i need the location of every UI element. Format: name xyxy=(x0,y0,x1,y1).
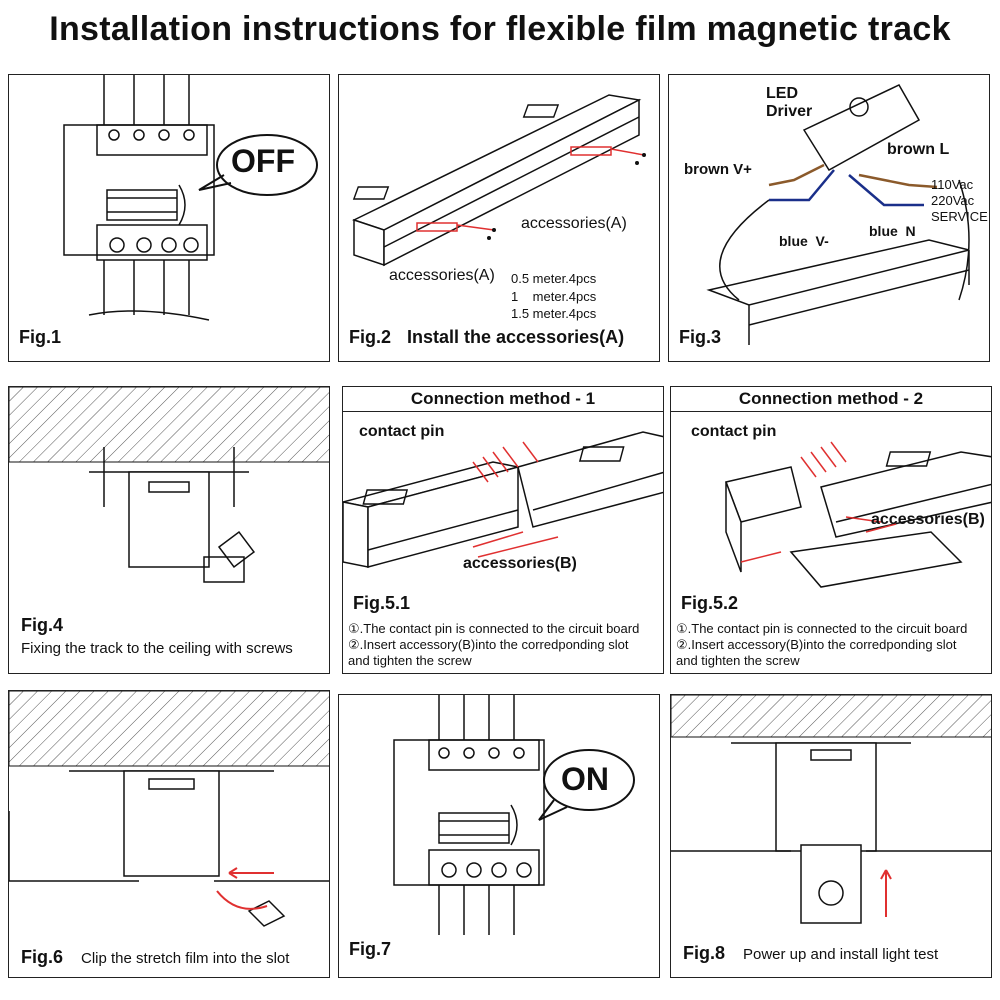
fig4-label: Fig.4 xyxy=(21,615,64,635)
fig52-label: Fig.5.2 xyxy=(681,593,739,613)
brown-vplus-label: brown V+ xyxy=(684,161,752,178)
track-accessories-illustration xyxy=(352,94,646,267)
breaker-on-illustration xyxy=(393,695,635,935)
fig3-label: Fig.3 xyxy=(679,327,722,347)
accessories-a-left-label: accessories(A) xyxy=(389,267,495,284)
connection-method-2-illustration xyxy=(724,441,991,588)
fig2-label: Fig.2 xyxy=(349,327,392,347)
fig51-contact-pin-label: contact pin xyxy=(359,423,445,440)
blue-vminus-label: blue V- xyxy=(779,233,829,249)
fig6-caption: Clip the stretch film into the slot xyxy=(81,950,290,967)
connection-method-1-illustration xyxy=(343,431,663,568)
service-label: SERVICE xyxy=(931,209,988,224)
fig6-label: Fig.6 xyxy=(21,947,64,967)
ceiling-screw-illustration xyxy=(9,387,329,583)
led-driver-line2: Driver xyxy=(766,103,813,120)
fig52-accessories-b-label: accessories(B) xyxy=(871,511,985,528)
fig51-note-1: ①.The contact pin is connected to the ci… xyxy=(348,621,640,636)
stretch-film-clip-illustration xyxy=(9,691,329,927)
fig8-label: Fig.8 xyxy=(683,943,726,963)
breaker-off-illustration xyxy=(63,75,318,321)
accessories-a-top-label: accessories(A) xyxy=(521,215,627,232)
fig52-note-3: and tighten the screw xyxy=(676,653,800,668)
blue-n-label: blue N xyxy=(869,223,916,239)
fig52-header: Connection method - 2 xyxy=(671,387,991,412)
on-bubble-text: ON xyxy=(561,761,609,797)
fig8-caption: Power up and install light test xyxy=(743,946,939,963)
spec-1m: 1 meter.4pcs xyxy=(511,289,597,304)
fig51-accessories-b-label: accessories(B) xyxy=(463,555,577,572)
fig1-panel: OFF Fig.1 xyxy=(8,74,330,362)
fig1-label: Fig.1 xyxy=(19,327,62,347)
service-110vac: 110Vac xyxy=(931,177,974,192)
fig4-caption: Fixing the track to the ceiling with scr… xyxy=(21,640,293,657)
fig2-panel: accessories(A) accessories(A) 0.5 meter.… xyxy=(338,74,660,362)
fig6-panel: Fig.6 Clip the stretch film into the slo… xyxy=(8,690,330,978)
fig51-note-3: and tighten the screw xyxy=(348,653,472,668)
spec-05m: 0.5 meter.4pcs xyxy=(511,271,597,286)
fig4-panel: Fig.4 Fixing the track to the ceiling wi… xyxy=(8,386,330,674)
power-test-illustration xyxy=(671,695,991,924)
off-bubble-text: OFF xyxy=(231,143,295,179)
wiring-illustration xyxy=(706,84,970,345)
fig3-panel: LED Driver brown L brown V+ blue V- blue… xyxy=(668,74,990,362)
fig51-label: Fig.5.1 xyxy=(353,593,411,613)
fig8-panel: Fig.8 Power up and install light test xyxy=(670,694,992,978)
fig52-contact-pin-label: contact pin xyxy=(691,423,777,440)
spec-15m: 1.5 meter.4pcs xyxy=(511,306,597,321)
fig2-caption: Install the accessories(A) xyxy=(407,327,625,347)
fig51-note-2: ②.Insert accessory(B)into the corredpond… xyxy=(348,637,629,652)
brown-l-label: brown L xyxy=(887,141,950,158)
fig51-panel: Connection method - 1 contact pin access… xyxy=(342,386,664,674)
fig52-note-1: ①.The contact pin is connected to the ci… xyxy=(676,621,968,636)
fig7-panel: ON Fig.7 xyxy=(338,694,660,978)
fig52-note-2: ②.Insert accessory(B)into the corredpond… xyxy=(676,637,957,652)
fig7-label: Fig.7 xyxy=(349,939,392,959)
fig52-panel: Connection method - 2 contact pin access… xyxy=(670,386,992,674)
led-driver-line1: LED xyxy=(766,85,798,102)
service-220vac: 220Vac xyxy=(931,193,975,208)
page-title: Installation instructions for flexible f… xyxy=(49,10,951,48)
fig51-header: Connection method - 1 xyxy=(343,387,663,412)
